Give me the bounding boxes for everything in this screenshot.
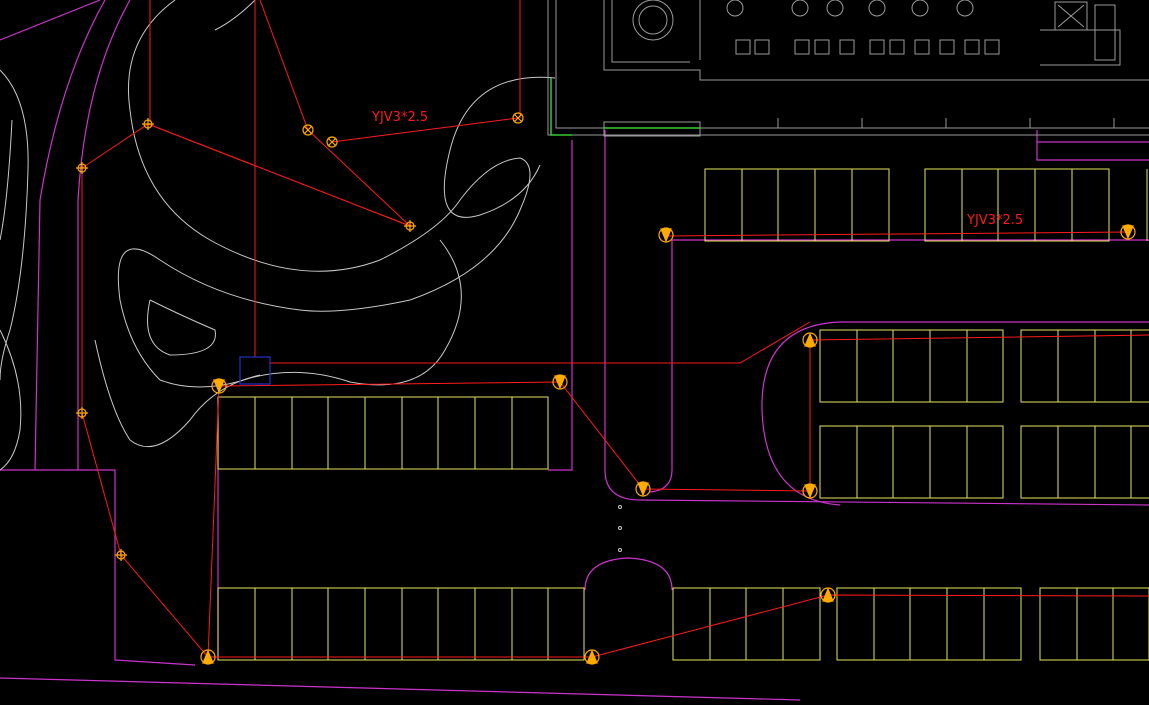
survey-dots xyxy=(618,505,622,552)
circle-cross-icon xyxy=(142,118,154,130)
triangle-lamp-icon xyxy=(802,483,818,499)
cable-runs xyxy=(81,0,1149,658)
street-lights xyxy=(200,224,1136,665)
circle-cross-icon xyxy=(76,407,88,419)
parking-bays xyxy=(217,168,1149,661)
triangle-lamp-icon xyxy=(635,481,651,497)
triangle-lamp-icon xyxy=(211,378,227,394)
circle-cross-icon xyxy=(512,112,524,124)
cable-label: YJV3*2.5 xyxy=(966,213,1023,228)
circle-cross-icon xyxy=(404,220,416,232)
green-highlight xyxy=(550,78,700,136)
circle-cross-icon xyxy=(326,136,338,148)
building-furniture xyxy=(632,0,1115,128)
triangle-lamp-icon xyxy=(820,587,836,603)
triangle-lamp-icon xyxy=(552,374,568,390)
triangle-lamp-icon xyxy=(584,649,600,665)
triangle-lamp-icon xyxy=(1120,224,1136,240)
landscape-contours xyxy=(0,0,556,471)
circle-cross-icon xyxy=(115,549,127,561)
triangle-lamp-icon xyxy=(802,332,818,348)
triangle-lamp-icon xyxy=(658,227,674,243)
building-outline xyxy=(547,0,1149,137)
lawn-lights xyxy=(76,112,524,561)
cable-label: YJV3*2.5 xyxy=(371,110,428,125)
triangle-lamp-icon xyxy=(200,649,216,665)
circle-cross-icon xyxy=(76,162,88,174)
square-box-icon xyxy=(239,356,271,385)
circle-cross-icon xyxy=(302,124,314,136)
